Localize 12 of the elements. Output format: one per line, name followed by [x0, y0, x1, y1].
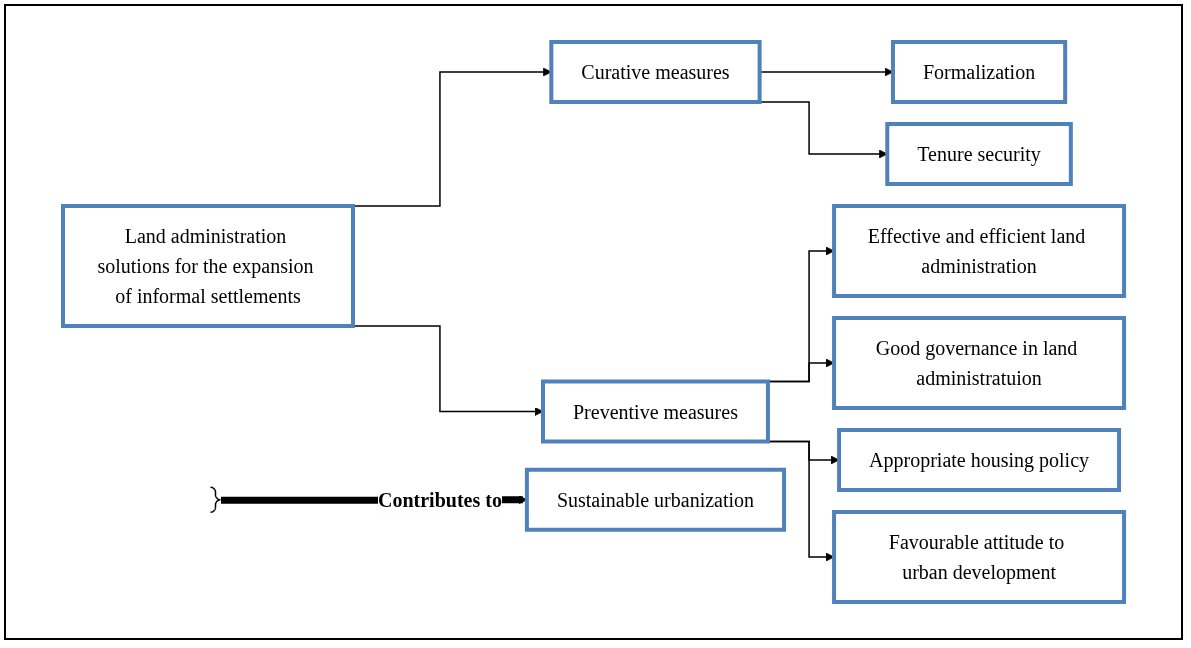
node-box: [832, 316, 1127, 410]
diagram-frame: Contributes to Land administration solutions for the expansion of informal settlements Curative measures Preventive measures Formalization Tenure security Effective and efficient land administration Good governance in land administratuion Appropriate housing policy Favourable attitude to urban development Sustainable urbanization: [4, 4, 1183, 640]
node-box: [524, 467, 787, 532]
node-box: [549, 40, 762, 104]
node-box: [832, 510, 1127, 604]
node-box: [885, 122, 1073, 186]
node-box: [837, 428, 1121, 492]
node-box: [540, 379, 770, 444]
node-brace: [209, 486, 222, 513]
node-box: [890, 40, 1068, 104]
node-box: [832, 204, 1127, 298]
node-box: [60, 204, 355, 328]
